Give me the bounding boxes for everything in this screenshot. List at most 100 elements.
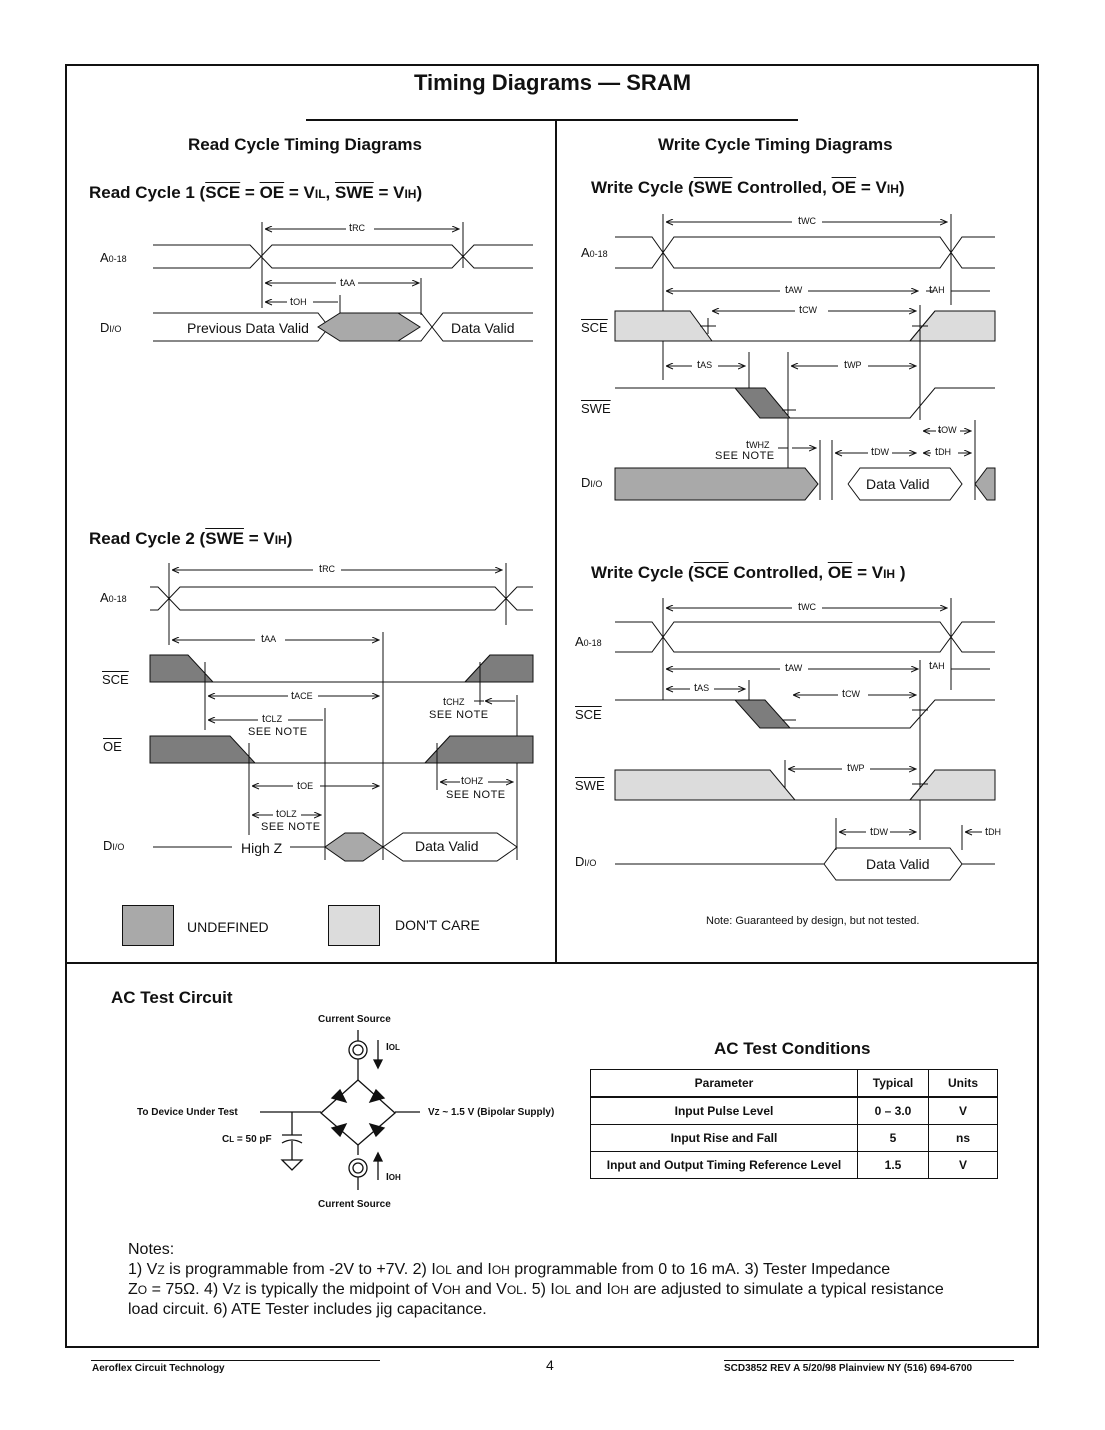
rc2-sce-label: SCE bbox=[102, 672, 129, 687]
rc1-address-waveform bbox=[153, 244, 533, 269]
rc2-sce-waveform bbox=[149, 654, 534, 683]
vz-label: VZ ~ 1.5 V (Bipolar Supply) bbox=[428, 1107, 555, 1118]
table-cell: 5 bbox=[857, 1124, 929, 1152]
wc1-twhz: tWHZ bbox=[746, 439, 770, 451]
col-parameter: Parameter bbox=[590, 1069, 858, 1098]
rc2-toe: tOE bbox=[297, 780, 314, 792]
write-cycle-1-heading: Write Cycle (SWE Controlled, OE = VIH) bbox=[591, 178, 905, 197]
wc2-sce-label: SCE bbox=[575, 707, 602, 722]
rc2-oe-label: OE bbox=[103, 739, 122, 754]
table-cell: 1.5 bbox=[857, 1151, 929, 1179]
rc2-tohz-note: SEE NOTE bbox=[446, 789, 506, 801]
wc1-tcw: tCW bbox=[799, 304, 818, 316]
rc2-tclz: tCLZ bbox=[262, 713, 283, 725]
wc1-sce-label: SCE bbox=[581, 320, 608, 335]
wc2-tdw: tDW bbox=[870, 826, 889, 838]
wc1-dio-label: DI/O bbox=[581, 475, 603, 490]
timing-diagrams bbox=[149, 214, 996, 881]
wc2-tdh: tDH bbox=[985, 826, 1002, 838]
wc2-tah: tAH bbox=[929, 660, 945, 672]
high-z-label: High Z bbox=[241, 840, 283, 856]
rc2-tohz: tOHZ bbox=[461, 775, 484, 787]
rc1-addr-label: A0-18 bbox=[100, 250, 127, 265]
rc2-dio-label: DI/O bbox=[103, 838, 125, 853]
wc1-tdh: tDH bbox=[935, 446, 952, 458]
wc2-twp: tWP bbox=[847, 762, 865, 774]
rc2-addr-label: A0-18 bbox=[100, 590, 127, 605]
rc1-trc: tRC bbox=[349, 222, 366, 234]
wc2-data-valid-label: Data Valid bbox=[866, 856, 930, 872]
rc2-oe-waveform bbox=[149, 735, 534, 764]
rc1-data-valid-label: Data Valid bbox=[451, 320, 515, 336]
legend-undefined-label: UNDEFINED bbox=[187, 919, 269, 935]
page-frame bbox=[65, 64, 1039, 1348]
write-section-heading: Write Cycle Timing Diagrams bbox=[658, 135, 893, 154]
current-source-top: Current Source bbox=[318, 1014, 391, 1025]
wc2-address-waveform bbox=[615, 621, 995, 653]
wc1-taw: tAW bbox=[785, 284, 803, 296]
table-header-row: Parameter Typical Units bbox=[590, 1069, 998, 1098]
title-underline bbox=[306, 119, 798, 121]
wc1-swe-label: SWE bbox=[581, 401, 611, 416]
table-cell: Input and Output Timing Reference Level bbox=[590, 1151, 858, 1179]
wc2-tcw: tCW bbox=[842, 688, 861, 700]
wc1-dio-waveform bbox=[614, 467, 996, 501]
table-row: Input Pulse Level 0 – 3.0 V bbox=[590, 1096, 998, 1125]
read-cycle-2-heading: Read Cycle 2 (SWE = VIH) bbox=[89, 529, 293, 548]
table-cell: 0 – 3.0 bbox=[857, 1096, 929, 1125]
rc2-tclz-note: SEE NOTE bbox=[248, 726, 308, 738]
rc1-dio-label: DI/O bbox=[100, 320, 122, 335]
wc2-swe-label: SWE bbox=[575, 778, 605, 793]
wc1-address-waveform bbox=[615, 236, 995, 269]
wc1-twc: tWC bbox=[798, 215, 817, 227]
footer-right: SCD3852 REV A 5/20/98 Plainview NY (516)… bbox=[724, 1363, 973, 1374]
wc2-addr-label: A0-18 bbox=[575, 634, 602, 649]
wc2-sce-waveform bbox=[615, 699, 995, 729]
legend-dont-care-swatch bbox=[328, 905, 380, 946]
table-cell: ns bbox=[928, 1124, 998, 1152]
wc1-tdw: tDW bbox=[871, 446, 890, 458]
ac-circuit-heading: AC Test Circuit bbox=[111, 988, 233, 1007]
wc1-tow: tOW bbox=[938, 424, 957, 436]
wc2-tas: tAS bbox=[694, 682, 710, 694]
current-source-bottom: Current Source bbox=[318, 1199, 391, 1210]
notes-label: Notes: bbox=[128, 1241, 175, 1258]
rc1-dio-waveform bbox=[153, 312, 533, 342]
wc1-twp: tWP bbox=[844, 359, 862, 371]
prev-data-valid-label: Previous Data Valid bbox=[187, 320, 309, 336]
rc2-tchz: tCHZ bbox=[443, 696, 465, 708]
legend-undefined-swatch bbox=[122, 905, 174, 946]
ac-conditions-heading: AC Test Conditions bbox=[714, 1039, 871, 1058]
wc2-taw: tAW bbox=[785, 662, 803, 674]
cl-label: CL = 50 pF bbox=[222, 1134, 272, 1145]
ioh-label: IOH bbox=[386, 1172, 401, 1183]
rc2-data-valid-label: Data Valid bbox=[415, 838, 479, 854]
table-cell: V bbox=[928, 1151, 998, 1179]
table-row: Input and Output Timing Reference Level … bbox=[590, 1151, 998, 1179]
wc2-dio-waveform bbox=[615, 847, 995, 881]
notes-line-3: load circuit. 6) ATE Tester includes jig… bbox=[128, 1301, 487, 1318]
footer-left: Aeroflex Circuit Technology bbox=[92, 1363, 225, 1374]
table-cell: Input Rise and Fall bbox=[590, 1124, 858, 1152]
wc2-swe-waveform bbox=[614, 769, 996, 801]
write-note: Note: Guaranteed by design, but not test… bbox=[706, 915, 920, 927]
rc1-toh: tOH bbox=[290, 296, 307, 308]
rc2-dio-waveform bbox=[153, 832, 518, 862]
wc1-tah: tAH bbox=[929, 284, 945, 296]
col-typical: Typical bbox=[857, 1069, 929, 1098]
ac-test-circuit-diagram bbox=[260, 1030, 420, 1190]
wc1-sce-waveform bbox=[614, 310, 996, 342]
rc2-tolz: tOLZ bbox=[276, 808, 297, 820]
footer-rule-right bbox=[724, 1360, 1014, 1361]
notes-block: Notes: 1) VZ is programmable from -2V to… bbox=[128, 1240, 1008, 1320]
read-section-heading: Read Cycle Timing Diagrams bbox=[188, 135, 422, 154]
table-cell: Input Pulse Level bbox=[590, 1096, 858, 1125]
rc2-tolz-note: SEE NOTE bbox=[261, 821, 321, 833]
rc1-taa: tAA bbox=[340, 277, 356, 289]
rc2-trc: tRC bbox=[319, 563, 336, 575]
wc1-twhz-note: SEE NOTE bbox=[715, 450, 775, 462]
write-cycle-2-heading: Write Cycle (SCE Controlled, OE = VIH ) bbox=[591, 563, 906, 582]
table-row: Input Rise and Fall 5 ns bbox=[590, 1124, 998, 1152]
rc2-tchz-note: SEE NOTE bbox=[429, 709, 489, 721]
ac-conditions-table: Parameter Typical Units Input Pulse Leve… bbox=[590, 1069, 998, 1179]
